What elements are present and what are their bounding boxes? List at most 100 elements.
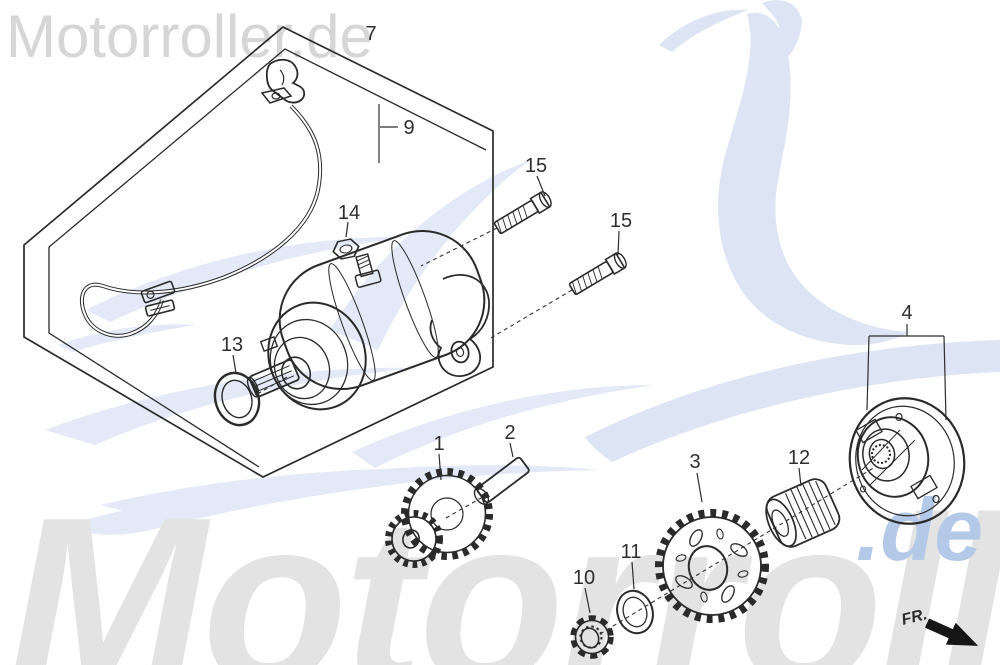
fr-direction-indicator: FR.	[900, 606, 979, 646]
watermark-bottom-text: Motorroller	[8, 469, 1000, 665]
gear-bore	[687, 545, 729, 591]
part-label-9: 9	[403, 117, 414, 139]
housing-bore	[868, 438, 896, 470]
callout-9-leader	[378, 104, 398, 163]
part-label-3: 3	[689, 451, 700, 473]
bird-neck	[718, 12, 910, 346]
part-label-2: 2	[504, 422, 515, 444]
part-1-idle-gear	[385, 468, 493, 568]
motor-body-seam	[328, 263, 376, 381]
part-label-15-lower: 15	[610, 210, 632, 232]
part-12-needle-bearing	[765, 478, 841, 548]
gear-bore	[402, 529, 420, 549]
web-hole	[675, 575, 693, 589]
motor-front-ring	[273, 336, 331, 400]
assembly-line-bolt-upper	[420, 227, 498, 267]
callout-labels: 7 9 15 15 14 13 1 2 3 12 4 10 11	[221, 23, 913, 589]
bolt-head	[604, 252, 626, 276]
swoosh-arc	[45, 367, 420, 445]
part-9-starter-cable	[79, 58, 323, 338]
housing-notch	[910, 474, 938, 500]
part-label-12: 12	[788, 447, 810, 469]
part-label-13: 13	[221, 334, 243, 356]
part-label-1: 1	[433, 433, 444, 455]
bracket-bolt-hole	[450, 340, 470, 364]
watermark-de-suffix: .de	[856, 480, 984, 579]
motor-body	[278, 229, 486, 391]
motor-terminal-stud	[354, 253, 382, 288]
part-3-starter-gear	[655, 509, 769, 623]
bolt-shaft	[493, 200, 539, 235]
motor-output-shaft	[246, 359, 300, 398]
panel-outer-outline	[23, 25, 494, 478]
part-11-thrust-washer	[616, 589, 654, 635]
washer-body	[574, 619, 610, 655]
web-hole	[721, 585, 735, 603]
motor-front-ring	[269, 318, 349, 406]
part-label-11: 11	[621, 541, 642, 563]
swoosh-arc	[352, 385, 655, 468]
part-label-15-upper: 15	[525, 155, 547, 177]
housing-small-hole	[932, 494, 940, 504]
cable-wire-inner	[80, 105, 322, 337]
assembly-line-bolt-lower	[488, 289, 573, 340]
swoosh-arc	[58, 324, 196, 352]
housing-notch	[855, 418, 883, 444]
swoosh-arc	[330, 160, 530, 350]
cable-wire-outer	[79, 104, 323, 338]
swoosh-arc	[60, 465, 600, 535]
watermark-top-text: Motorroller.de	[6, 3, 373, 70]
part-15-bolt-upper	[493, 191, 552, 235]
housing-bore-splines	[871, 444, 891, 464]
bird-logo-watermark	[585, 0, 1000, 462]
assembly-line-gear-pin	[445, 497, 482, 519]
bird-body-sweep	[585, 340, 1000, 462]
bearing-face	[765, 498, 797, 547]
assembly-axis-gear-train	[599, 466, 876, 635]
gear-teeth	[655, 509, 769, 623]
fr-label: FR.	[900, 606, 929, 629]
housing-hub	[862, 428, 910, 482]
washer-serration	[579, 625, 603, 649]
housing-flange-ring	[855, 405, 955, 517]
gear-teeth-large	[401, 468, 493, 560]
bolt-head	[529, 191, 551, 215]
gear-body	[662, 516, 762, 616]
gear-body-large	[407, 474, 487, 554]
part-4-clutch-housing	[848, 397, 966, 525]
part-15-bolt-lower	[568, 252, 627, 296]
motor-front-hub	[280, 356, 312, 390]
bird-beak	[659, 9, 748, 52]
cable-end-terminal-upper	[140, 280, 176, 304]
gear-body-small	[391, 516, 437, 562]
motor-mount-bracket	[429, 274, 490, 377]
part-10-lock-washer	[570, 615, 614, 659]
ring-terminal-hole	[271, 92, 281, 100]
gear-teeth-small	[385, 510, 443, 568]
cable-rubber-boot	[265, 58, 306, 104]
web-slot	[700, 591, 708, 603]
bolt-head-face	[613, 252, 627, 269]
swoosh-arc	[100, 468, 540, 515]
swoosh-arcs	[45, 160, 655, 535]
part-14-nut	[332, 238, 360, 260]
bolt-shaft	[568, 261, 614, 296]
washer-scalloped-edge	[570, 615, 614, 659]
part-2-shaft-pin	[473, 456, 530, 505]
gear-hub	[430, 497, 464, 531]
starter-motor	[246, 229, 490, 411]
web-slot	[716, 528, 724, 540]
part-label-4: 4	[901, 302, 912, 324]
web-slot	[675, 554, 687, 562]
bird-head	[762, 0, 802, 68]
panel-inner-outline	[48, 48, 487, 468]
motor-front-flange	[267, 301, 367, 411]
web-hole	[730, 543, 748, 557]
callout-leaders	[232, 175, 947, 614]
boot-detail	[279, 69, 285, 86]
part-label-14: 14	[338, 202, 360, 224]
housing-small-hole	[895, 412, 903, 422]
motor-body-seam	[391, 240, 439, 358]
